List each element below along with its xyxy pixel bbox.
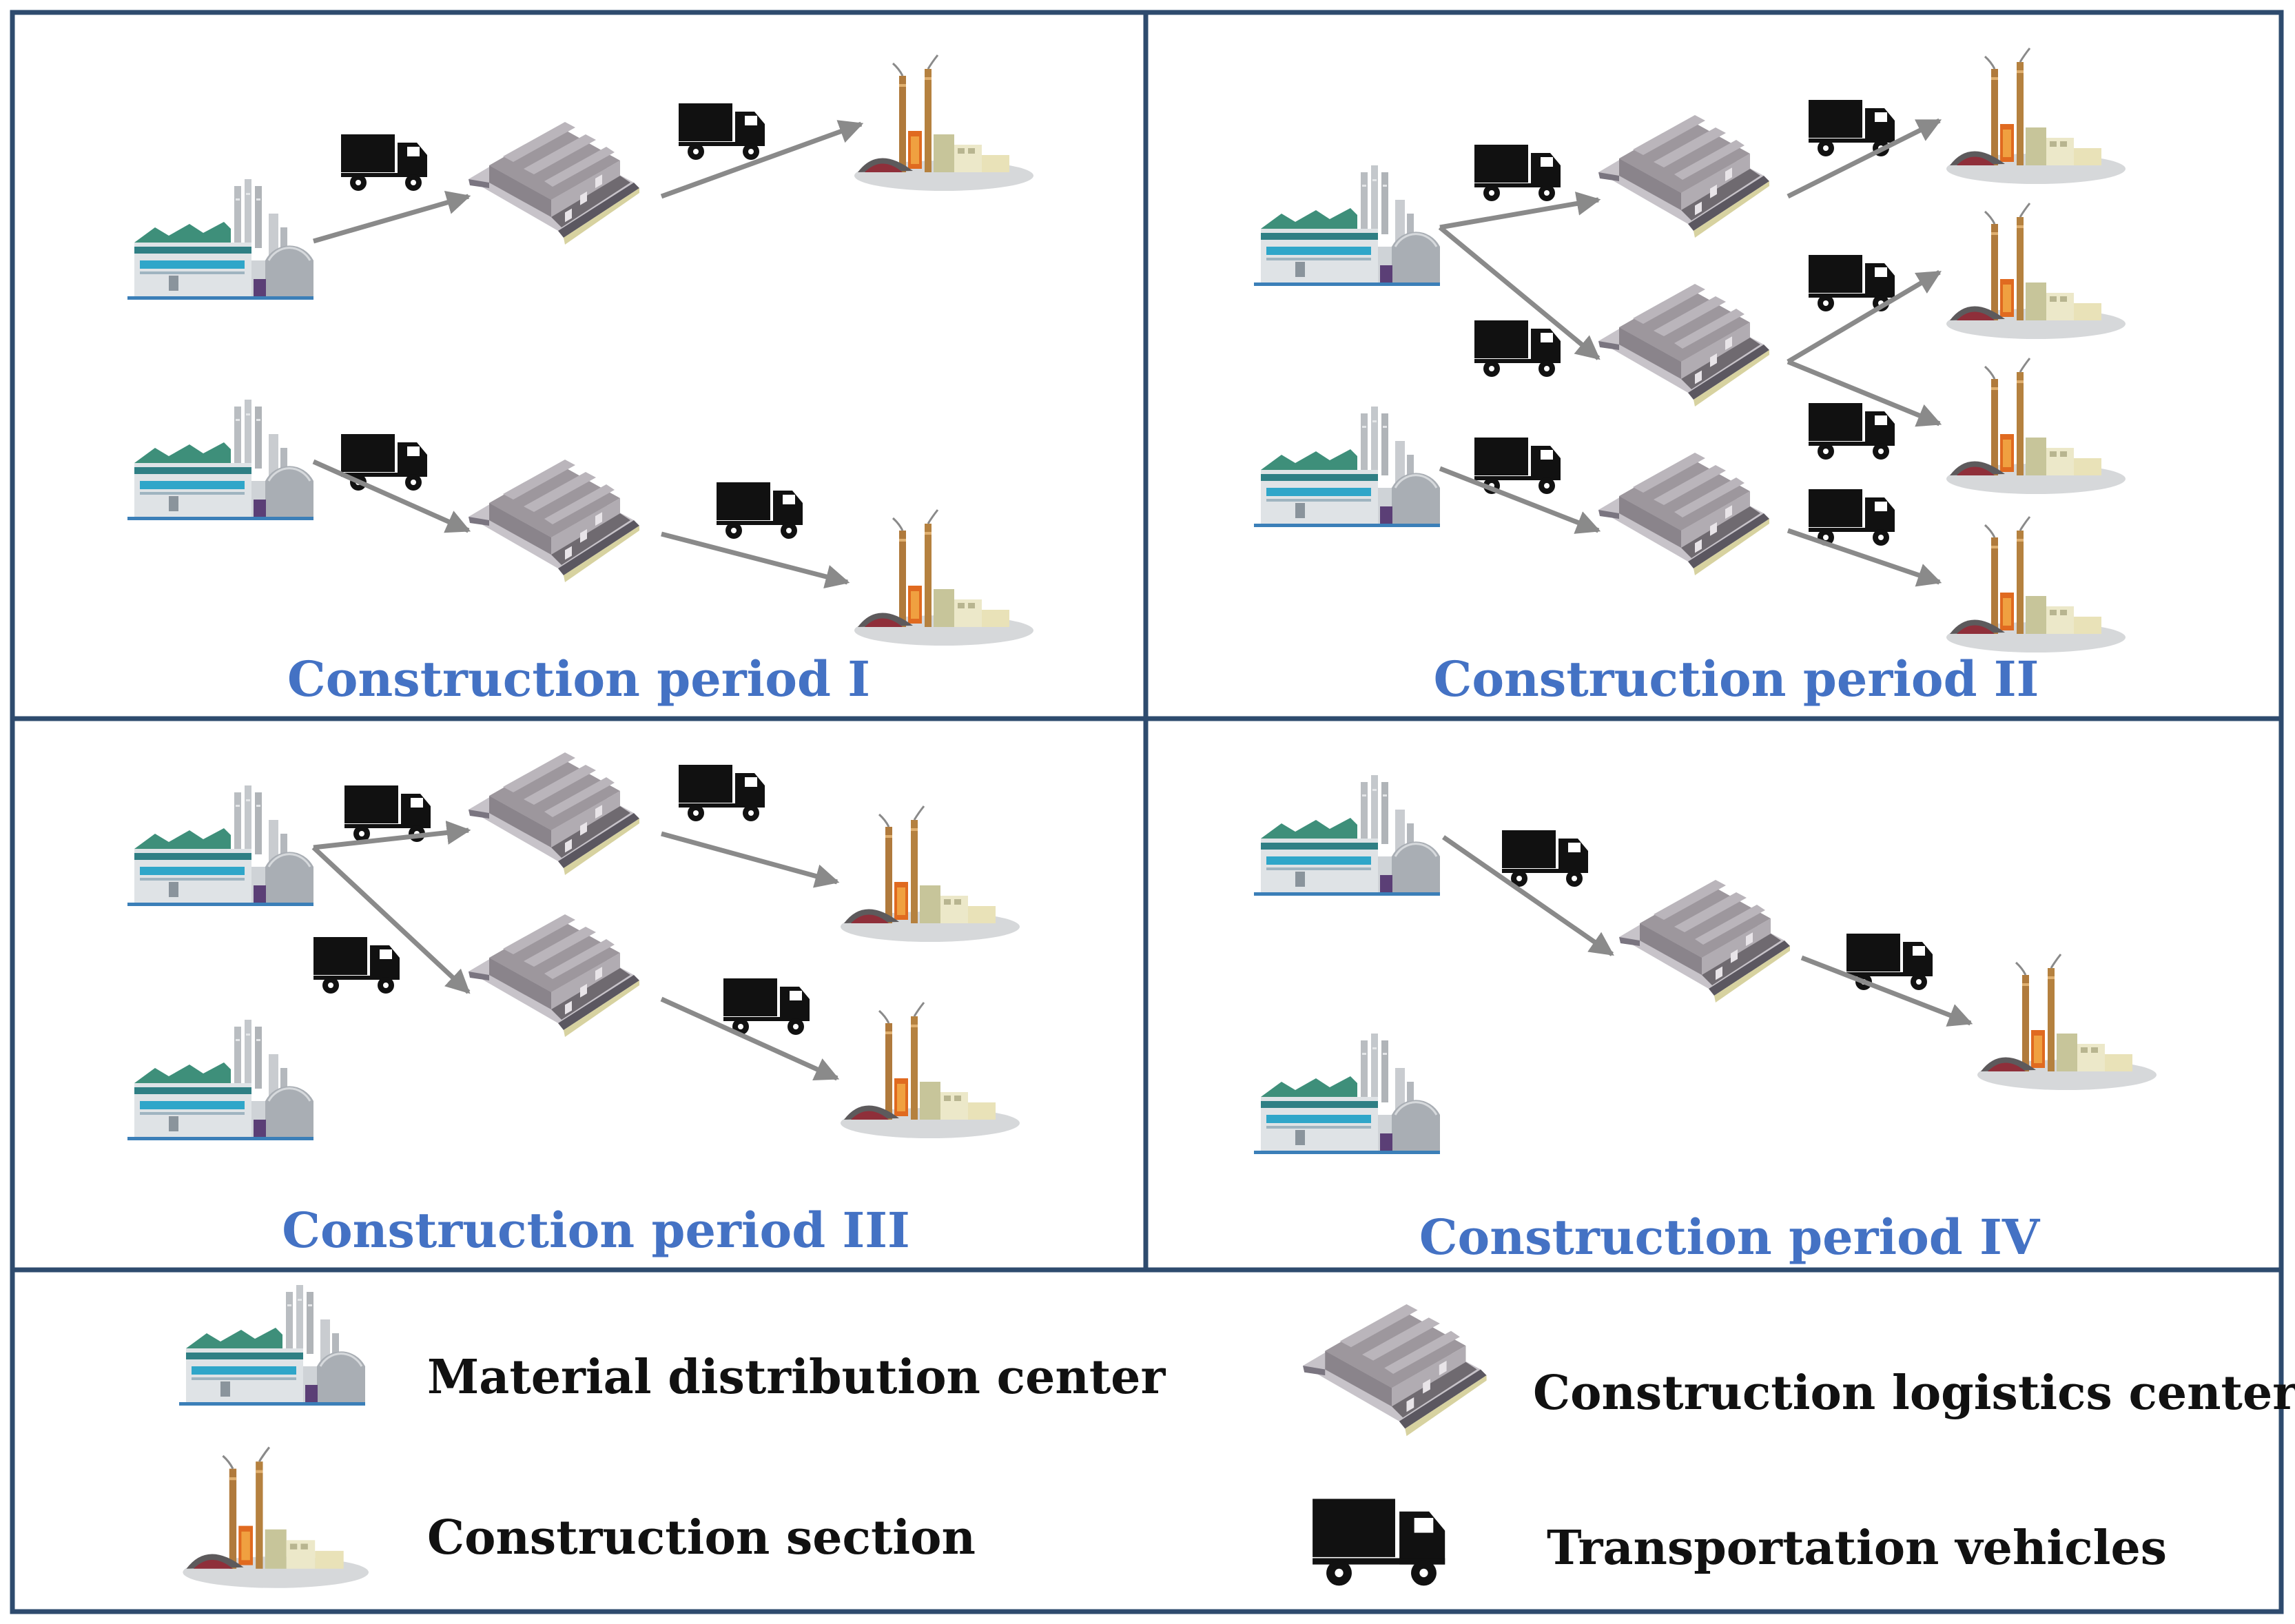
construction-site-icon: [853, 54, 1033, 192]
period-i-network: Construction period I: [127, 54, 1033, 708]
period-iv-network: Construction period IV: [1254, 775, 2157, 1266]
flow-arrow: [311, 845, 471, 994]
truck-icon: [679, 765, 765, 821]
construction-site-icon: [1945, 202, 2126, 340]
truck-icon: [679, 103, 765, 160]
truck-icon: [1809, 489, 1895, 546]
warehouse-icon: [1598, 284, 1769, 407]
period-iii-network: Construction period III: [127, 752, 1020, 1259]
factory-icon: [1254, 407, 1440, 528]
flow-arrow: [661, 531, 850, 589]
factory-icon: [127, 400, 313, 522]
flow-arrow: [661, 831, 840, 888]
warehouse-icon: [1598, 453, 1769, 575]
warehouse-icon: [469, 460, 639, 582]
legend-panel: [10, 1267, 2284, 1614]
warehouse-icon: [1303, 1304, 1487, 1437]
flow-arrow: [1787, 359, 1942, 427]
flow-arrow: [1438, 225, 1601, 360]
period-ii-title: Construction period II: [1434, 650, 2039, 708]
construction-site-icon: [1945, 47, 2126, 185]
legend-construction-section: Construction section: [427, 1510, 976, 1565]
warehouse-icon: [469, 914, 639, 1037]
factory-icon: [127, 785, 313, 907]
legend-construction-logistics-center: Construction logistics center: [1533, 1366, 2295, 1421]
factory-icon: [1254, 1034, 1440, 1155]
flow-arrow: [312, 459, 471, 533]
factory-icon: [127, 1020, 313, 1142]
truck-icon: [1474, 320, 1561, 377]
truck-icon: [1502, 830, 1588, 887]
construction-site-icon: [839, 805, 1020, 943]
factory-icon: [1254, 775, 1440, 897]
flow-arrow: [1787, 118, 1942, 199]
truck-icon: [313, 937, 400, 994]
flow-arrow: [313, 821, 471, 850]
period-ii-network: Construction period II: [1254, 47, 2126, 708]
period-iv-title: Construction period IV: [1419, 1209, 2041, 1266]
flow-arrow: [1787, 528, 1942, 587]
truck-icon: [1474, 145, 1561, 201]
legend-material-distribution-center: Material distribution center: [427, 1350, 1166, 1405]
warehouse-icon: [469, 752, 639, 875]
construction-site-icon: [1976, 953, 2157, 1091]
factory-icon: [127, 179, 313, 301]
truck-icon: [1809, 255, 1895, 311]
flow-arrow: [1439, 192, 1601, 230]
flow-arrow: [660, 120, 864, 199]
truck-icon: [341, 134, 427, 191]
flow-arrow: [1439, 466, 1601, 534]
truck-icon: [723, 978, 810, 1035]
flow-arrow: [313, 190, 471, 244]
period-i-title: Construction period I: [287, 650, 870, 708]
warehouse-icon: [1619, 880, 1790, 1003]
flow-arrow: [660, 996, 840, 1081]
flow-arrow: [1800, 955, 1973, 1027]
flow-arrow: [1442, 835, 1614, 956]
legend: Material distribution center Constructio…: [179, 1285, 2295, 1590]
construction-site-icon: [839, 1001, 1020, 1140]
flow-arrow: [1787, 269, 1942, 364]
construction-site-icon: [1945, 357, 2126, 495]
construction-site-icon: [1945, 515, 2126, 654]
construction-site-icon: [181, 1446, 369, 1590]
warehouse-icon: [469, 122, 639, 245]
truck-icon: [1809, 403, 1895, 460]
truck-icon: [717, 482, 803, 539]
factory-icon: [179, 1285, 365, 1407]
legend-transportation-vehicles: Transportation vehicles: [1547, 1521, 2167, 1576]
construction-site-icon: [853, 508, 1033, 647]
truck-icon: [1313, 1499, 1445, 1586]
factory-icon: [1254, 165, 1440, 287]
period-iii-title: Construction period III: [282, 1202, 910, 1259]
warehouse-icon: [1598, 115, 1769, 238]
